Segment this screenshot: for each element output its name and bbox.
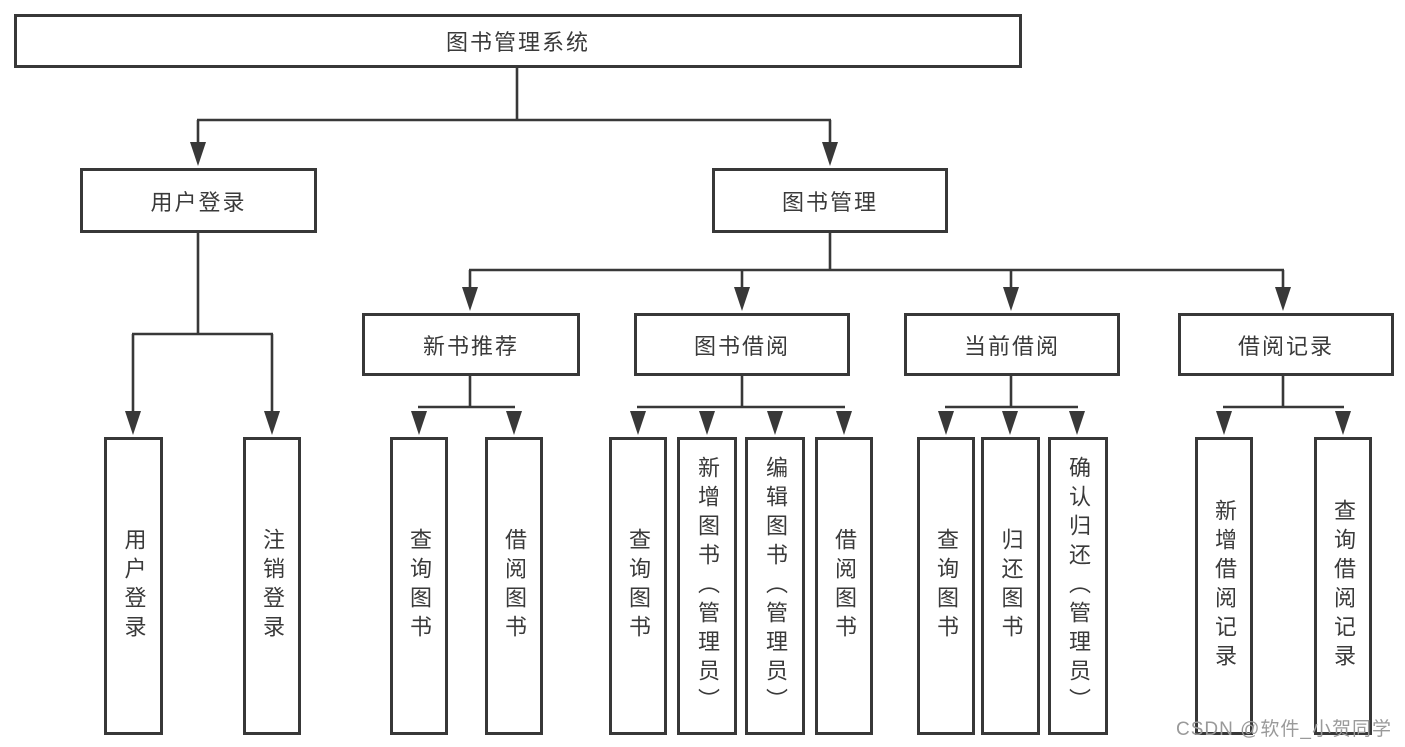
leaf-record-query-record: 查询借阅记录	[1314, 437, 1372, 735]
leaf-current-return-book: 归还图书	[981, 437, 1040, 735]
node-label: 图书管理	[781, 189, 878, 215]
node-borrow-record: 借阅记录	[1178, 313, 1394, 376]
leaf-record-add-record: 新增借阅记录	[1195, 437, 1253, 735]
leaf-label: 查询图书	[407, 528, 432, 644]
leaf-recommend-query-book: 查询图书	[390, 437, 448, 735]
node-root: 图书管理系统	[14, 14, 1022, 68]
leaf-label: 借阅图书	[832, 528, 857, 644]
leaf-label: 用户登录	[121, 528, 147, 644]
leaf-label: 注销登录	[260, 528, 285, 644]
leaf-label: 查询图书	[934, 528, 959, 644]
node-book-borrow: 图书借阅	[634, 313, 850, 376]
node-root-label: 图书管理系统	[445, 30, 590, 55]
leaf-label: 借阅图书	[502, 528, 527, 644]
leaf-recommend-borrow-book: 借阅图书	[485, 437, 543, 735]
node-label: 当前借阅	[963, 333, 1060, 359]
leaf-current-query-book: 查询图书	[917, 437, 975, 735]
leaf-user-logout: 注销登录	[243, 437, 301, 735]
leaf-label: 新增借阅记录	[1212, 499, 1237, 673]
node-current-borrow: 当前借阅	[904, 313, 1120, 376]
node-label: 新书推荐	[422, 333, 519, 359]
leaf-label: 编辑图书（管理员）	[763, 455, 788, 717]
leaf-label: 查询借阅记录	[1331, 499, 1356, 673]
leaf-borrow-add-book-admin: 新增图书（管理员）	[677, 437, 737, 735]
watermark: CSDN @软件_小贺同学	[1176, 719, 1392, 740]
leaf-label: 确认归还（管理员）	[1066, 455, 1091, 717]
node-user-login: 用户登录	[80, 168, 317, 233]
leaf-borrow-borrow-book: 借阅图书	[815, 437, 873, 735]
leaf-current-confirm-return-admin: 确认归还（管理员）	[1048, 437, 1108, 735]
leaf-label: 新增图书（管理员）	[695, 455, 720, 717]
leaf-label: 归还图书	[998, 528, 1024, 644]
node-book-management: 图书管理	[712, 168, 948, 233]
arrowheads	[125, 142, 1351, 435]
leaf-borrow-edit-book-admin: 编辑图书（管理员）	[745, 437, 805, 735]
node-label: 借阅记录	[1237, 333, 1334, 359]
node-new-book-recommend: 新书推荐	[362, 313, 580, 376]
leaf-user-login: 用户登录	[104, 437, 163, 735]
leaf-label: 查询图书	[626, 528, 651, 644]
node-label: 图书借阅	[693, 333, 790, 359]
node-label: 用户登录	[150, 189, 247, 215]
leaf-borrow-query-book: 查询图书	[609, 437, 667, 735]
